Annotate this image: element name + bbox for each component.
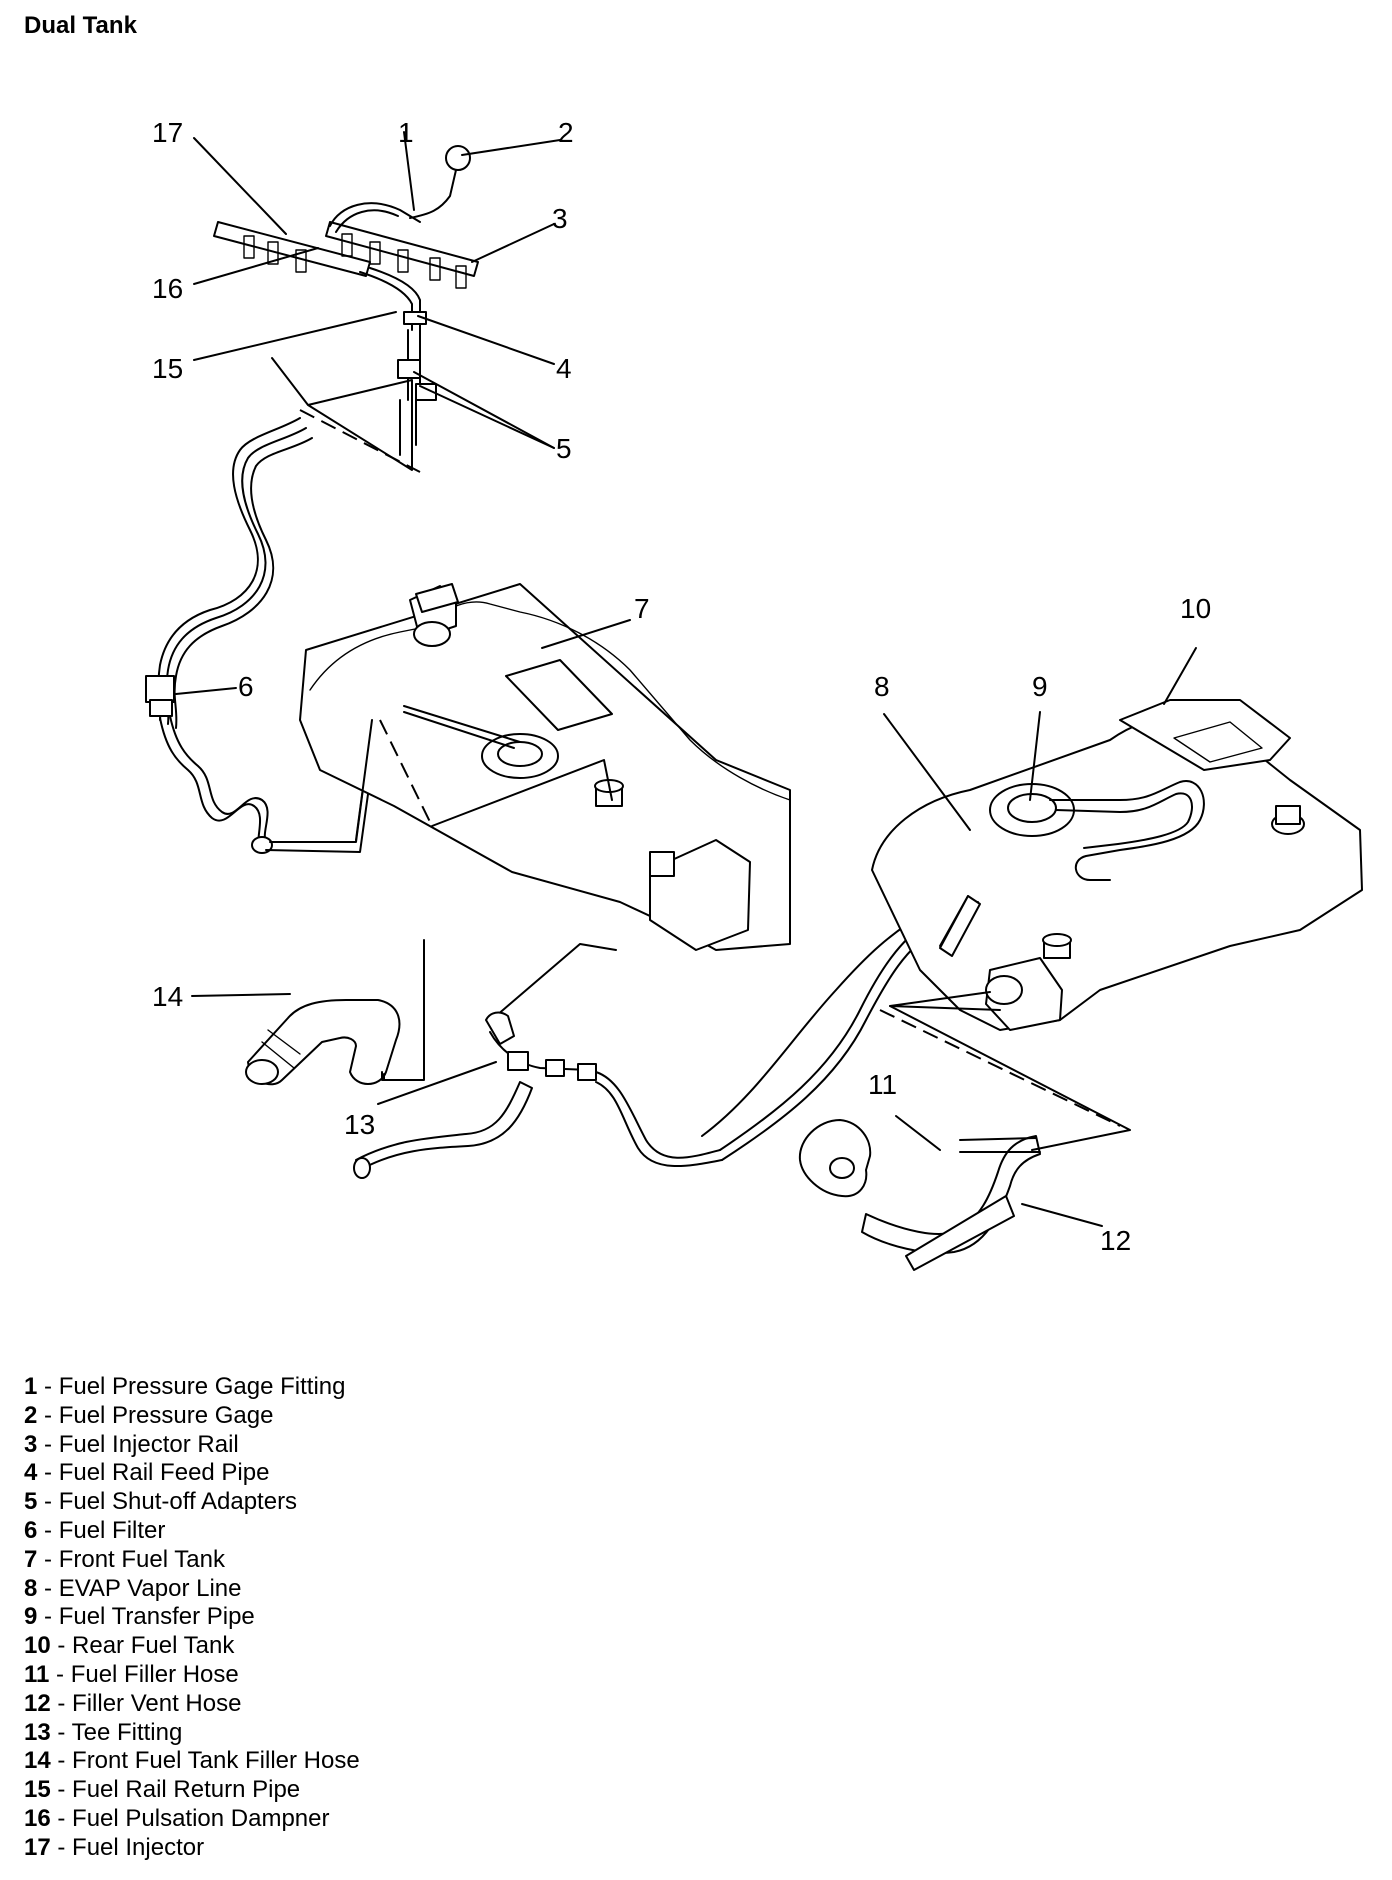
legend-item: 7 - Front Fuel Tank — [24, 1545, 225, 1573]
callout-11: 11 — [868, 1069, 897, 1100]
callout-9: 9 — [1032, 671, 1048, 702]
legend-item: 12 - Filler Vent Hose — [24, 1689, 242, 1717]
callout-7: 7 — [634, 593, 650, 624]
fuel-rail-assembly — [213, 145, 479, 456]
legend-item: 8 - EVAP Vapor Line — [24, 1574, 242, 1602]
callout-14: 14 — [152, 981, 183, 1012]
callout-10: 10 — [1180, 593, 1211, 624]
callout-6: 6 — [238, 671, 254, 702]
legend-item: 1 - Fuel Pressure Gage Fitting — [24, 1373, 346, 1400]
legend-item: 11 - Fuel Filler Hose — [24, 1660, 239, 1688]
rear-filler-hoses — [798, 1119, 1041, 1271]
break-lines-upper — [271, 357, 421, 473]
break-lines-rear — [879, 991, 1131, 1151]
parts-legend: 1 - Fuel Pressure Gage Fitting 2 - Fuel … — [24, 1373, 360, 1863]
callout-2: 2 — [558, 117, 574, 148]
callout-17: 17 — [152, 117, 183, 148]
break-lines-front-tank — [355, 719, 613, 841]
legend-item: 6 - Fuel Filter — [24, 1516, 166, 1544]
legend-item: 17 - Fuel Injector — [24, 1833, 205, 1861]
callout-5: 5 — [556, 433, 572, 464]
legend-item: 5 - Fuel Shut-off Adapters — [24, 1488, 298, 1516]
callout-13: 13 — [344, 1109, 375, 1140]
fuel-system-diagram: 17 1 2 3 16 15 4 5 7 10 6 8 9 14 11 13 1… — [145, 117, 1363, 1271]
callout-4: 4 — [556, 353, 572, 384]
callout-1: 1 — [398, 117, 414, 148]
callout-16: 16 — [152, 273, 183, 304]
legend-item: 14 - Front Fuel Tank Filler Hose — [24, 1747, 360, 1775]
legend-item: 9 - Fuel Transfer Pipe — [24, 1603, 255, 1631]
diagram-title: Dual Tank — [24, 12, 137, 39]
fuel-lines-left — [145, 417, 379, 854]
legend-item: 4 - Fuel Rail Feed Pipe — [24, 1459, 270, 1487]
callout-3: 3 — [552, 203, 568, 234]
leader-lines — [175, 131, 1197, 1227]
front-fuel-tank — [299, 583, 791, 951]
legend-item: 3 - Fuel Injector Rail — [24, 1430, 239, 1458]
legend-item: 10 - Rear Fuel Tank — [24, 1632, 235, 1660]
tee-fitting-lines — [353, 911, 939, 1179]
callout-15: 15 — [152, 353, 183, 384]
callout-12: 12 — [1100, 1225, 1131, 1256]
rear-fuel-tank — [871, 699, 1363, 1031]
front-filler-hose — [245, 939, 425, 1086]
legend-item: 13 - Tee Fitting — [24, 1718, 183, 1746]
legend-item: 2 - Fuel Pressure Gage — [24, 1401, 274, 1429]
legend-item: 16 - Fuel Pulsation Dampner — [24, 1804, 330, 1832]
legend-item: 15 - Fuel Rail Return Pipe — [24, 1776, 301, 1804]
callout-8: 8 — [874, 671, 890, 702]
